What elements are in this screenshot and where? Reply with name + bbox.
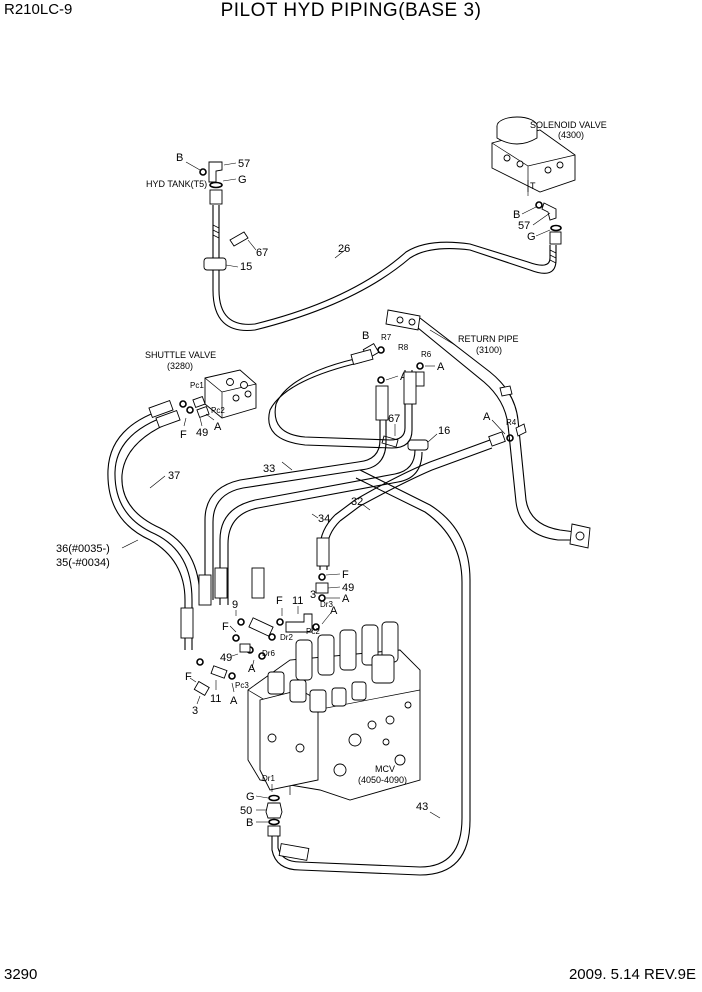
shuttle-valve bbox=[204, 369, 257, 419]
callout-b-tank: B bbox=[176, 152, 183, 164]
callout-67-lower: 67 bbox=[388, 413, 400, 425]
callout-43: 43 bbox=[416, 801, 428, 813]
port-r7-label: R7 bbox=[381, 333, 392, 342]
solenoid-fittings bbox=[521, 201, 562, 245]
port-r6-label: R6 bbox=[421, 350, 432, 359]
callout-57-tank: 57 bbox=[238, 158, 250, 170]
mcv-fittings-mid bbox=[232, 617, 276, 660]
page-title: PILOT HYD PIPING(BASE 3) bbox=[220, 0, 482, 21]
hose-37 bbox=[107, 407, 186, 650]
hyd-tank-fittings bbox=[185, 161, 237, 205]
solenoid-valve-name: SOLENOID VALVE bbox=[530, 120, 607, 130]
shuttle-valve-name: SHUTTLE VALVE bbox=[145, 350, 216, 360]
hose-end-icon bbox=[278, 843, 310, 861]
port-dr2-label: Dr2 bbox=[280, 633, 293, 642]
callout-35: 35(-#0034) bbox=[56, 557, 110, 569]
callout-26: 26 bbox=[338, 243, 350, 255]
bolt-67-lower bbox=[381, 435, 399, 448]
hose-26 bbox=[212, 205, 557, 332]
mcv bbox=[247, 621, 421, 801]
shuttle-valve-code: (3280) bbox=[167, 361, 193, 371]
mcv-fittings-lower bbox=[193, 658, 236, 696]
callout-37: 37 bbox=[168, 470, 180, 482]
callout-f-mcv-left: F bbox=[222, 621, 229, 633]
callout-f-mcv-top: F bbox=[342, 569, 349, 581]
elbow-fitting-icon bbox=[541, 202, 557, 221]
port-r4-label: R4 bbox=[506, 418, 517, 427]
callout-57-solenoid: 57 bbox=[518, 220, 530, 232]
callout-3-mcv-top: 3 bbox=[310, 589, 316, 601]
callout-15: 15 bbox=[240, 261, 252, 273]
callout-67-upper: 67 bbox=[256, 247, 268, 259]
callout-11-mcv-mid: 11 bbox=[292, 595, 303, 607]
elbow-fitting-icon bbox=[208, 161, 223, 183]
callout-3-mcv-lower: 3 bbox=[192, 705, 198, 717]
pipe-clamp-icon bbox=[407, 439, 429, 451]
port-dr3-label: Dr3 bbox=[320, 600, 333, 609]
port-dr6-label: Dr6 bbox=[262, 649, 275, 658]
callout-9: 9 bbox=[232, 599, 238, 611]
return-pipe bbox=[385, 309, 591, 549]
callout-a-return-3: A bbox=[483, 411, 491, 423]
shuttle-fittings bbox=[179, 395, 210, 419]
port-pc2-label: Pc2 bbox=[211, 406, 225, 415]
callout-11-mcv-lower: 11 bbox=[210, 693, 221, 705]
model-label: R210LC-9 bbox=[4, 1, 73, 18]
callout-a-mcv-top: A bbox=[342, 593, 350, 605]
callout-b-return: B bbox=[362, 330, 369, 342]
callout-49-mcv-left: 49 bbox=[220, 652, 232, 664]
page-number: 3290 bbox=[4, 966, 38, 983]
hose-33 bbox=[268, 361, 413, 449]
mcv-fittings-right bbox=[276, 573, 329, 633]
callout-49-mcv-top: 49 bbox=[342, 582, 354, 594]
return-pipe-name: RETURN PIPE bbox=[458, 334, 519, 344]
callout-34: 34 bbox=[318, 513, 330, 525]
callout-50: 50 bbox=[240, 805, 252, 817]
port-t-label: T bbox=[530, 181, 536, 191]
callout-g-dr1: G bbox=[246, 791, 255, 803]
hose-32 bbox=[219, 449, 416, 605]
callout-f-mcv-lower: F bbox=[185, 671, 192, 683]
mcv-name: MCV bbox=[375, 764, 395, 774]
clamp-15 bbox=[203, 257, 239, 271]
hose-34 bbox=[204, 386, 381, 600]
revision-date: 2009. 5.14 REV.9E bbox=[568, 966, 696, 983]
callout-49-shuttle: 49 bbox=[196, 427, 208, 439]
solenoid-valve-code: (4300) bbox=[558, 130, 584, 140]
hyd-tank-name: HYD TANK(T5) bbox=[146, 179, 207, 189]
callout-32: 32 bbox=[351, 496, 363, 508]
hose-43 bbox=[271, 469, 471, 876]
port-r8-label: R8 bbox=[398, 343, 409, 352]
callout-b-dr1: B bbox=[246, 817, 253, 829]
piping-diagram: T SOLENOID VALVE (4300) B 57 G B 57 G HY… bbox=[56, 116, 607, 876]
dr1-fittings bbox=[265, 794, 283, 837]
callout-f-shuttle: F bbox=[180, 429, 187, 441]
hose-end-icon bbox=[316, 537, 330, 567]
port-pc2-mcv-label: Pc2 bbox=[306, 627, 320, 636]
callout-36: 36(#0035-) bbox=[56, 543, 110, 555]
return-pipe-code: (3100) bbox=[476, 345, 502, 355]
callout-g-tank: G bbox=[238, 174, 247, 186]
mcv-code: (4050-4090) bbox=[358, 775, 407, 785]
hose-to-r4 bbox=[334, 439, 491, 516]
callout-a-return-2: A bbox=[437, 361, 445, 373]
callout-b-solenoid: B bbox=[513, 209, 520, 221]
callout-a-mcv-mid: A bbox=[330, 605, 338, 617]
port-pc3-label: Pc3 bbox=[235, 681, 249, 690]
callout-g-solenoid: G bbox=[527, 231, 536, 243]
pipe-clamp-icon bbox=[203, 257, 227, 271]
callout-a-mcv-left: A bbox=[248, 663, 256, 675]
callout-16: 16 bbox=[438, 425, 450, 437]
valve-block-icon bbox=[267, 621, 412, 777]
callout-a-mcv-lower: A bbox=[230, 695, 238, 707]
callout-a-shuttle: A bbox=[214, 421, 222, 433]
solenoid-valve: T bbox=[491, 116, 576, 196]
bolt-67-upper bbox=[229, 231, 257, 251]
port-pc1-label: Pc1 bbox=[190, 381, 204, 390]
callout-f-mcv-mid: F bbox=[276, 595, 283, 607]
callout-33: 33 bbox=[263, 463, 275, 475]
port-dr1-label: Dr1 bbox=[262, 774, 275, 783]
